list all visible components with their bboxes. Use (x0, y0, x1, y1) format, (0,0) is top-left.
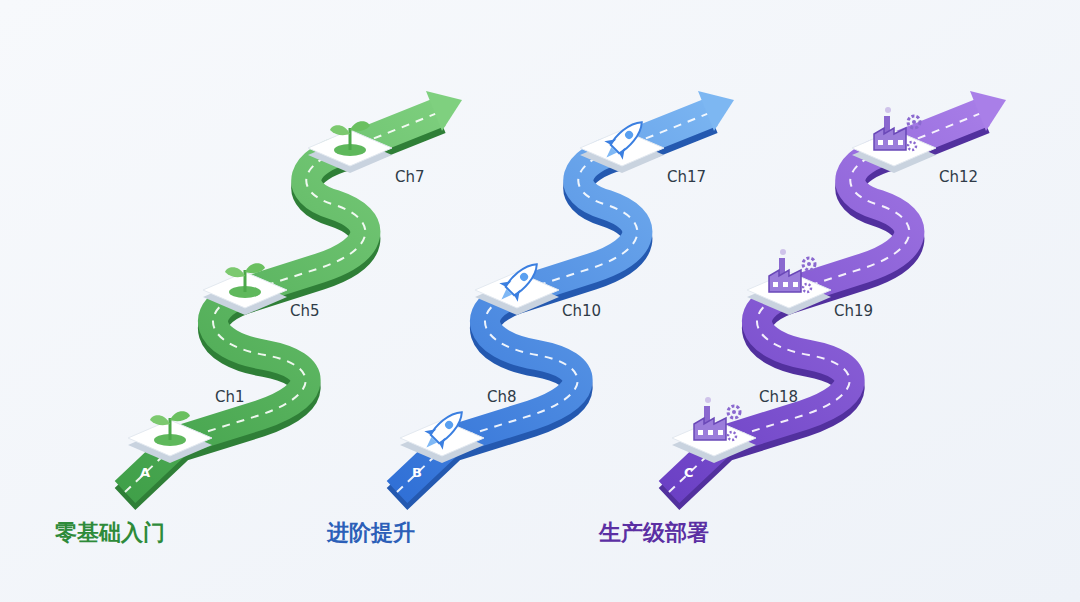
chapter-label: Ch10 (562, 302, 601, 320)
sprout-icon (330, 121, 370, 156)
arrow-head (970, 91, 1006, 131)
road-center-line (669, 112, 984, 492)
route-title: 零基础入门 (55, 520, 165, 546)
route-letter: B (412, 465, 422, 481)
route-letter: A (140, 465, 150, 481)
chapter-label: Ch8 (487, 388, 517, 406)
chapter-label: Ch5 (290, 302, 320, 320)
rocket-icon (492, 255, 546, 309)
road-center-line (397, 112, 712, 492)
chapter-label: Ch12 (939, 168, 978, 186)
route-letter: C (684, 465, 694, 481)
rocket-icon (597, 113, 651, 167)
rocket-icon (417, 403, 471, 457)
route-title: 进阶提升 (327, 520, 415, 546)
arrow-head (698, 91, 734, 131)
factory-icon (769, 249, 815, 292)
factory-icon (874, 107, 920, 150)
sprout-icon (150, 411, 190, 446)
chapter-label: Ch17 (667, 168, 706, 186)
road (669, 112, 984, 492)
road (125, 112, 440, 492)
route-title: 生产级部署 (599, 520, 709, 546)
arrow-head (426, 91, 462, 131)
chapter-label: Ch18 (759, 388, 798, 406)
road-side (397, 119, 712, 499)
road-center-line (125, 112, 440, 492)
road-side (669, 119, 984, 499)
road-side (125, 119, 440, 499)
chapter-label: Ch1 (215, 388, 245, 406)
road (397, 112, 712, 492)
factory-icon (694, 397, 740, 440)
chapter-label: Ch19 (834, 302, 873, 320)
sprout-icon (225, 263, 265, 298)
chapter-label: Ch7 (395, 168, 425, 186)
route-purple (669, 91, 1006, 499)
